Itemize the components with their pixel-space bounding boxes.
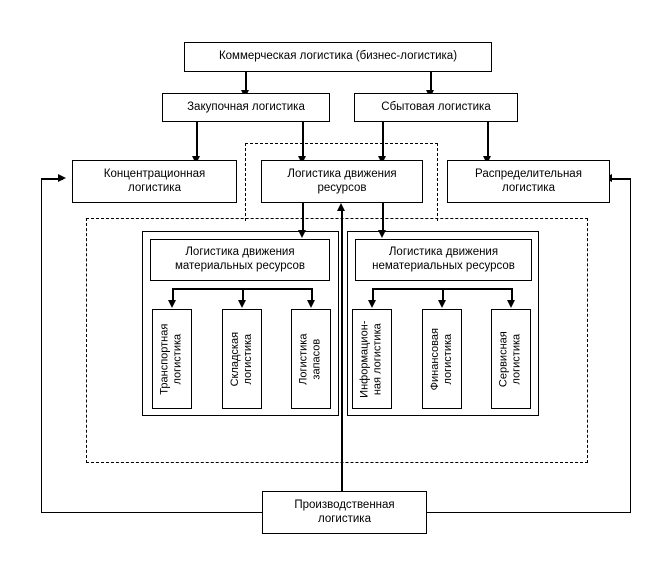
node-information-label: Информацион- ная логистика [358, 320, 384, 398]
node-warehouse-label: Складская логистика [228, 331, 254, 387]
arrowhead-nonmaterial-financial [438, 300, 446, 308]
arrowhead-material-inventory [307, 300, 315, 308]
node-production-label: Производственная логистика [294, 498, 395, 525]
arrowhead-material-transport [168, 300, 176, 308]
edge-material-warehouse [242, 288, 244, 303]
arrowhead-nonmaterial-service [507, 300, 515, 308]
node-material-movement-label: Логистика движения материальных ресурсов [174, 246, 305, 272]
edge-nonmaterial-service [511, 288, 513, 303]
node-distribution-label: Распределительная логистика [475, 167, 582, 194]
node-distribution[interactable]: Распределительная логистика [447, 160, 610, 203]
edge-sales-resourcemovement [382, 122, 384, 160]
edge-nonmaterial-information [372, 288, 374, 303]
node-nonmaterial-movement-label: Логистика движения нематериальных ресурс… [372, 246, 515, 272]
edge-procurement-concentration [196, 122, 198, 160]
node-transport-label: Транспортная логистика [158, 323, 184, 395]
node-sales[interactable]: Сбытовая логистика [354, 93, 518, 122]
node-concentration[interactable]: Концентрационная логистика [72, 160, 237, 203]
edge-sales-distribution [487, 122, 489, 160]
edge-feedback-left [41, 178, 63, 180]
edge-bus-nonmaterial [372, 288, 511, 290]
node-information[interactable]: Информацион- ная логистика [352, 309, 392, 409]
node-financial[interactable]: Финансовая логистика [422, 309, 462, 409]
arrowhead-resourcemovement-material [298, 230, 306, 238]
edge-material-transport [172, 288, 174, 303]
node-concentration-label: Концентрационная логистика [103, 167, 206, 194]
node-transport[interactable]: Транспортная логистика [152, 309, 192, 409]
node-resource-movement[interactable]: Логистика движения ресурсов [261, 160, 423, 203]
edge-material-inventory [311, 288, 313, 303]
node-procurement[interactable]: Закупочная логистика [162, 93, 330, 122]
node-inventory-label: Логистика запасов [297, 333, 324, 385]
node-root[interactable]: Коммерческая логистика (бизнес-логистика… [184, 42, 492, 72]
arrowhead-production-resourcemovement [337, 203, 345, 211]
arrowhead-feedback-concentration [58, 174, 66, 182]
edge-resourcemovement-material [302, 202, 304, 234]
edge-production-resourcemovement [341, 210, 343, 491]
arrowhead-material-warehouse [238, 300, 246, 308]
edge-nonmaterial-financial [442, 288, 444, 303]
edge-resourcemovement-nonmaterial [382, 202, 384, 234]
node-financial-label: Финансовая логистика [428, 327, 454, 391]
node-service[interactable]: Сервисная логистика [491, 309, 531, 409]
arrowhead-resourcemovement-nonmaterial [378, 230, 386, 238]
arrowhead-nonmaterial-information [368, 300, 376, 308]
node-inventory[interactable]: Логистика запасов [291, 309, 331, 409]
node-service-label: Сервисная логистика [497, 331, 524, 387]
resource-movement-dashed-region [245, 143, 438, 221]
edge-feedback-right [609, 178, 631, 180]
node-resource-movement-label: Логистика движения ресурсов [287, 167, 397, 194]
node-sales-label: Сбытовая логистика [381, 100, 491, 113]
edge-procurement-resourcemovement [302, 122, 304, 160]
node-root-label: Коммерческая логистика (бизнес-логистика… [218, 50, 458, 63]
node-warehouse[interactable]: Складская логистика [222, 309, 262, 409]
node-production[interactable]: Производственная логистика [262, 491, 427, 534]
node-material-movement[interactable]: Логистика движения материальных ресурсов [150, 239, 330, 281]
node-procurement-label: Закупочная логистика [187, 100, 305, 113]
movement-subsystems-dashed-region [86, 218, 588, 463]
edge-root-sales [430, 72, 432, 94]
node-nonmaterial-movement[interactable]: Логистика движения нематериальных ресурс… [355, 239, 532, 281]
edge-root-procurement [245, 72, 247, 94]
